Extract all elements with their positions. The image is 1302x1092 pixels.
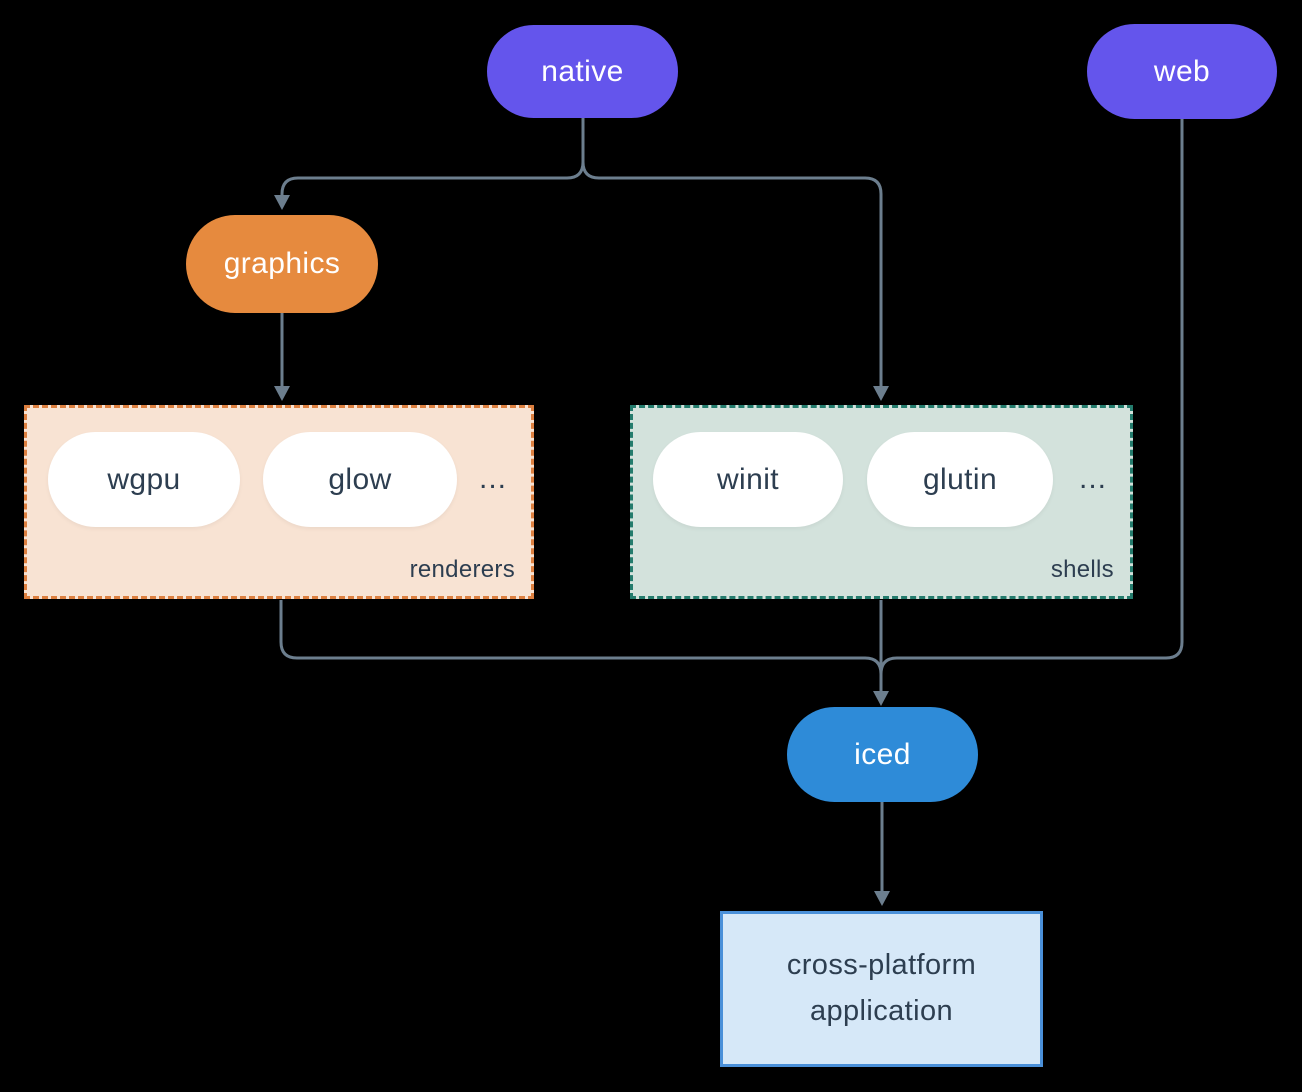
node-iced: iced (787, 707, 978, 802)
arrowhead-shells (873, 386, 889, 401)
connector-web-to-iced (879, 119, 1184, 675)
app-label-line2: application (809, 995, 954, 1027)
node-native-label: native (541, 54, 624, 88)
renderers-ellipsis: ... (478, 462, 507, 495)
node-glow-label: glow (328, 462, 392, 496)
node-winit: winit (653, 432, 843, 527)
node-glutin: glutin (867, 432, 1053, 527)
node-web-label: web (1153, 54, 1211, 88)
arrowhead-graphics (274, 195, 290, 210)
group-renderers-label: renderers (409, 556, 515, 583)
shells-ellipsis: ... (1078, 462, 1107, 495)
node-native: native (487, 25, 678, 118)
node-wgpu: wgpu (48, 432, 240, 527)
node-winit-label: winit (716, 462, 779, 496)
arrowhead-renderers (274, 386, 290, 401)
arrowhead-iced (873, 691, 889, 706)
arrowhead-app (874, 891, 890, 906)
node-iced-label: iced (854, 737, 911, 771)
node-glow: glow (263, 432, 457, 527)
node-web: web (1087, 24, 1277, 119)
node-wgpu-label: wgpu (107, 462, 181, 496)
connector-native-to-shells (581, 161, 883, 387)
connector-native-to-graphics (280, 118, 585, 196)
group-shells-label: shells (1050, 556, 1114, 583)
node-graphics: graphics (186, 215, 378, 313)
node-glutin-label: glutin (922, 462, 998, 496)
app-label-line1: cross-platform (786, 949, 977, 982)
node-cross-platform-application: cross-platform application (720, 911, 1043, 1067)
connector-renderers-to-iced (279, 600, 883, 675)
node-graphics-label: graphics (223, 247, 341, 280)
